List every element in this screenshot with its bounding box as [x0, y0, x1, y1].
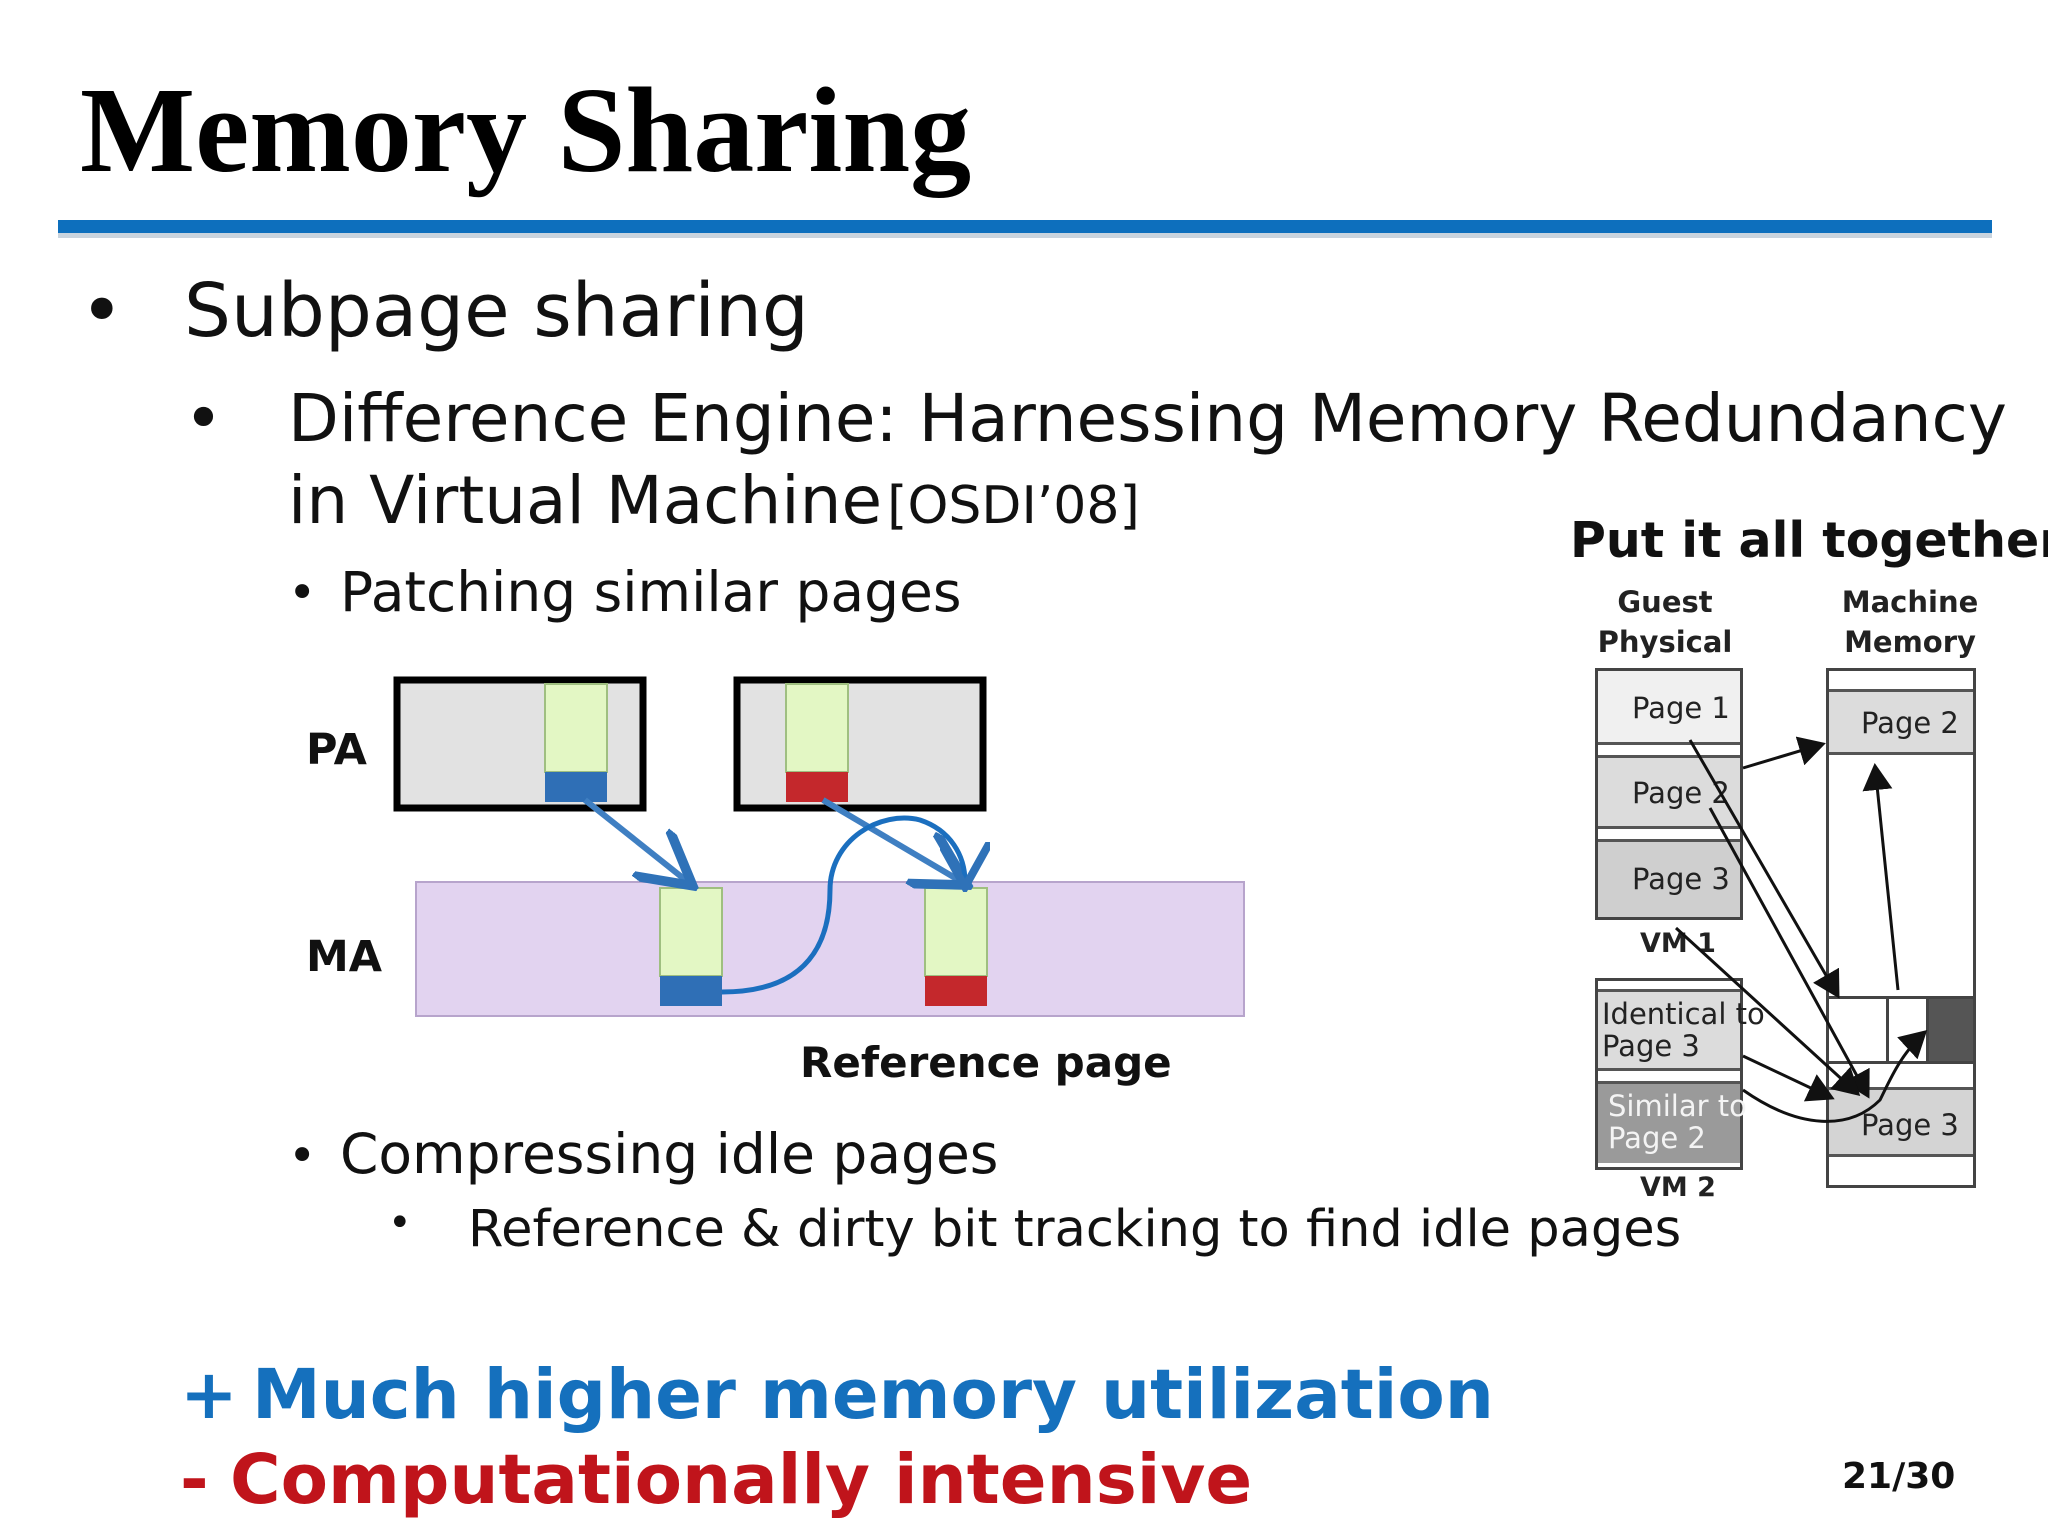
pa2-delta-block [786, 772, 848, 802]
bullet-difference-engine-line2-row: in Virtual Machine [OSDI’08] [288, 462, 1140, 539]
pro-sign: + [180, 1355, 238, 1435]
arrow-pa1-to-ma [583, 797, 688, 882]
vm2-identical-line2: Page 3 [1602, 1029, 1700, 1063]
citation: [OSDI’08] [887, 476, 1140, 536]
vm2-similar-line1: Similar to [1608, 1089, 1747, 1123]
pa1-similar-block [544, 683, 608, 773]
machine-memory-header: Machine Memory [1830, 585, 1990, 659]
overview-arrows [1674, 736, 1928, 1123]
bullet-marker: • [388, 1200, 412, 1246]
bullet-marker: • [80, 268, 124, 354]
pa-page-box-2 [733, 676, 987, 812]
compressed-slot-2 [1889, 999, 1929, 1061]
machine-page-2: Page 2 [1829, 689, 1973, 755]
arrow-page1-to-machine-page2 [1742, 736, 1826, 770]
title-underline [58, 220, 1992, 233]
ma-label: MA [306, 932, 383, 982]
bullet-difference-engine-line1: Difference Engine: Harnessing Memory Red… [288, 380, 2007, 457]
guest-header-line2: Physical [1597, 625, 1733, 659]
pa1-delta-block [545, 772, 607, 802]
compressed-slot-1 [1829, 999, 1889, 1061]
arrow-vm1-to-machine-page3 [1674, 926, 1861, 1097]
vm2-column: Identical to Page 3 Similar to Page 2 [1595, 978, 1765, 1170]
arrow-pa2-to-ma [821, 797, 962, 882]
machine-page-3: Page 3 [1829, 1087, 1973, 1157]
vm1-page-3: Page 3 [1598, 839, 1740, 917]
page-number: 21/30 [1842, 1456, 1956, 1497]
arrow-patch-reference [721, 815, 965, 995]
vm1-page-1: Page 1 [1598, 671, 1740, 745]
bullet-marker: • [288, 1128, 317, 1184]
machine-header-line1: Machine [1841, 585, 1979, 619]
vm1-column: Page 1 Page 2 Page 3 [1595, 668, 1743, 920]
figure-title: Put it all together! [1570, 512, 2048, 569]
machine-header-line2: Memory [1844, 625, 1976, 659]
ma-reference-block [924, 887, 988, 977]
bullet-marker: • [184, 380, 223, 457]
guest-header-line1: Guest [1617, 585, 1713, 619]
pa-label: PA [306, 725, 367, 775]
arrow-page2-to-slot [1688, 739, 1840, 999]
ma-reference-delta [925, 976, 987, 1006]
bullet-reference-dirty-bit: Reference & dirty bit tracking to find i… [468, 1200, 1682, 1259]
vm2-label: VM 2 [1640, 1172, 1716, 1203]
compressed-slot-3 [1929, 999, 1973, 1061]
vm2-page-similar: Similar to Page 2 [1598, 1081, 1747, 1163]
arrow-compressed-to-machine-page2 [1862, 763, 1900, 991]
reference-page-label: Reference page [800, 1038, 1172, 1087]
arrow-similar-to-compressed [1742, 1029, 1928, 1123]
vm2-identical-line1: Identical to [1602, 997, 1765, 1031]
bullet-marker: • [288, 565, 317, 621]
bullet-patching: Patching similar pages [340, 560, 962, 624]
vm2-similar-line2: Page 2 [1608, 1121, 1706, 1155]
vm2-page-identical: Identical to Page 3 [1598, 989, 1765, 1071]
patch-diagram [393, 676, 1245, 1017]
arrow-identical-to-machine-page3 [1742, 1054, 1835, 1102]
pa2-similar-block [785, 683, 849, 773]
bullet-compressing: Compressing idle pages [340, 1122, 999, 1186]
arrow-page3-to-machine-page3 [1708, 807, 1870, 1099]
pro-text: Much higher memory utilization [252, 1355, 1494, 1435]
ma-patch-delta [660, 976, 722, 1006]
title-underline-shadow [58, 233, 1992, 238]
guest-physical-header: Guest Physical [1590, 585, 1740, 659]
machine-memory-column: Page 2 Page 3 [1826, 668, 1976, 1188]
con-sign: - [180, 1440, 209, 1520]
bullet-difference-engine-line2: in Virtual Machine [288, 462, 883, 539]
bullet-subpage-sharing: Subpage sharing [184, 268, 809, 354]
ma-patch-block [659, 887, 723, 977]
slide-title: Memory Sharing [80, 63, 972, 198]
con-text: Computationally intensive [230, 1440, 1253, 1520]
